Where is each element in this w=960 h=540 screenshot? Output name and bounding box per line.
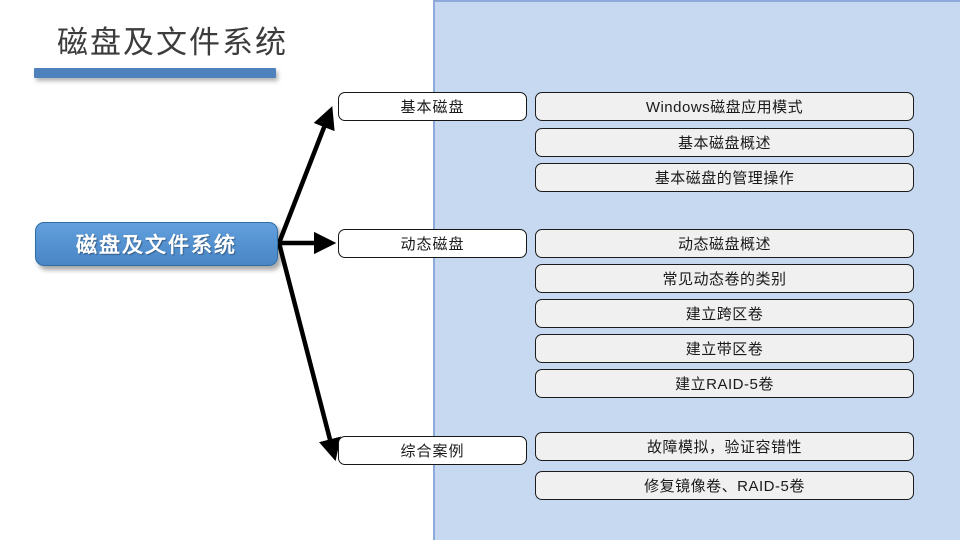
leaf-label: 修复镜像卷、RAID-5卷 [644, 478, 805, 495]
leaf-label: 常见动态卷的类别 [662, 271, 787, 288]
list-item[interactable]: 故障模拟，验证容错性 [535, 432, 914, 461]
list-item[interactable]: 建立RAID-5卷 [535, 369, 914, 398]
leaf-label: 建立带区卷 [685, 341, 764, 358]
arrow-to-branch-3 [276, 242, 341, 462]
arrow-to-branch-1 [276, 106, 335, 244]
root-node-label: 磁盘及文件系统 [76, 234, 237, 257]
list-item[interactable]: Windows磁盘应用模式 [535, 92, 914, 121]
branch-header-3-label: 综合案例 [400, 443, 465, 460]
root-node[interactable]: 磁盘及文件系统 [35, 222, 278, 266]
leaf-label: Windows磁盘应用模式 [645, 99, 804, 116]
list-item[interactable]: 动态磁盘概述 [535, 229, 914, 258]
branch-header-1-label: 基本磁盘 [400, 99, 465, 116]
branch-header-2[interactable]: 动态磁盘 [338, 229, 527, 258]
list-item[interactable]: 基本磁盘的管理操作 [535, 163, 914, 192]
list-item[interactable]: 建立跨区卷 [535, 299, 914, 328]
branch-header-3[interactable]: 综合案例 [338, 436, 527, 465]
list-item[interactable]: 常见动态卷的类别 [535, 264, 914, 293]
leaf-label: 建立跨区卷 [685, 306, 764, 323]
title-underline-rule [34, 68, 276, 78]
branch-header-1[interactable]: 基本磁盘 [338, 92, 527, 121]
leaf-label: 建立RAID-5卷 [675, 376, 774, 393]
page-title: 磁盘及文件系统 [57, 25, 288, 60]
list-item[interactable]: 建立带区卷 [535, 334, 914, 363]
list-item[interactable]: 基本磁盘概述 [535, 128, 914, 157]
branch-header-2-label: 动态磁盘 [400, 236, 465, 253]
leaf-label: 基本磁盘概述 [677, 135, 771, 152]
list-item[interactable]: 修复镜像卷、RAID-5卷 [535, 471, 914, 500]
leaf-label: 故障模拟，验证容错性 [646, 439, 802, 456]
leaf-label: 基本磁盘的管理操作 [654, 170, 795, 187]
leaf-label: 动态磁盘概述 [677, 236, 771, 253]
